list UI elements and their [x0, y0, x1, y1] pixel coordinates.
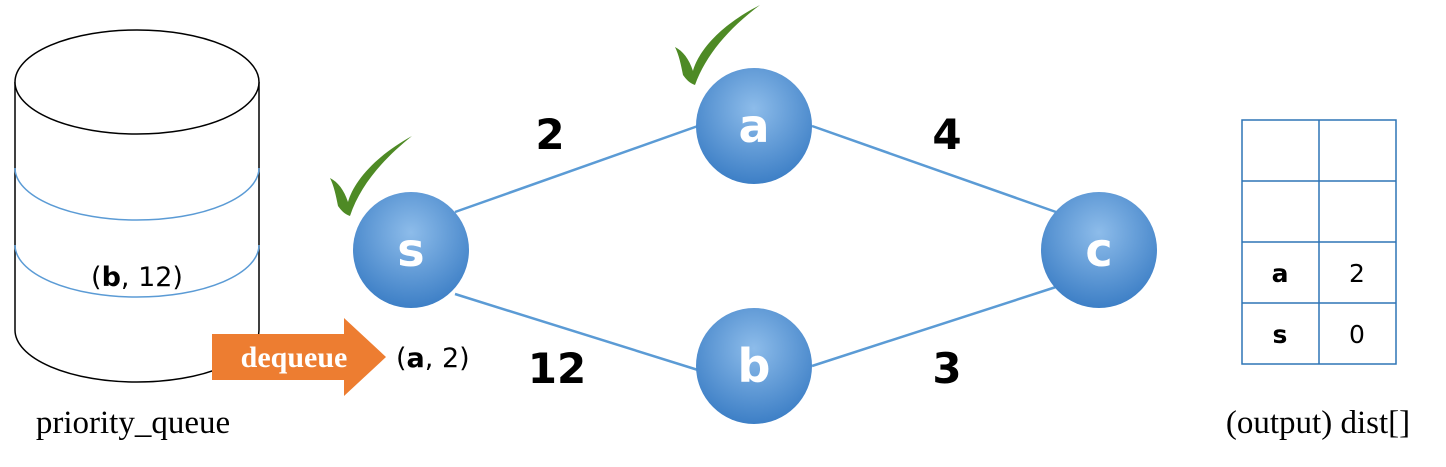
- dequeued-item: (a, 2): [396, 343, 470, 374]
- dist-table: a 2 s 0: [1241, 119, 1397, 365]
- check-icon-a: [675, 5, 760, 85]
- dist-key-cell: s: [1273, 320, 1288, 349]
- dist-key-cell: a: [1272, 259, 1289, 288]
- node-a-circle: [696, 68, 812, 184]
- edge-b-c: [811, 285, 1057, 368]
- dequeue-label: dequeue: [241, 341, 348, 374]
- edge-s-b: [454, 292, 699, 372]
- edge-weight-b-c: 3: [932, 344, 961, 393]
- priority-queue-caption: priority_queue: [36, 405, 230, 441]
- edge-s-a: [454, 124, 699, 214]
- cylinder-band-2: [14, 244, 260, 298]
- edge-a-c: [811, 124, 1057, 214]
- dist-table-caption: (output) dist[]: [1226, 405, 1410, 441]
- edge-weight-s-a: 2: [535, 110, 564, 159]
- edge-weight-s-b: 12: [528, 344, 586, 393]
- node-a-label: a: [738, 99, 769, 153]
- graph-edges: [454, 124, 1057, 372]
- dist-value-cell: 2: [1349, 259, 1365, 288]
- dequeue-arrow-shape: [212, 318, 386, 396]
- node-a: a: [696, 68, 812, 184]
- cylinder-top: [14, 29, 260, 135]
- node-s-circle: [353, 192, 469, 308]
- node-c-circle: [1041, 192, 1157, 308]
- queue-entry: (b, 12): [91, 262, 183, 293]
- priority-queue-cylinder: (b, 12): [14, 29, 260, 383]
- node-b-label: b: [738, 339, 771, 393]
- edge-weight-a-c: 4: [932, 110, 961, 159]
- node-c-label: c: [1085, 223, 1112, 277]
- node-c: c: [1041, 192, 1157, 308]
- dequeue-arrow: dequeue: [212, 318, 386, 396]
- node-s-label: s: [397, 223, 424, 277]
- check-icon-s: [330, 136, 412, 216]
- dist-value-cell: 0: [1349, 320, 1365, 349]
- node-b: b: [696, 308, 812, 424]
- node-s: s: [353, 192, 469, 308]
- node-b-circle: [696, 308, 812, 424]
- cylinder-band-1: [14, 167, 260, 221]
